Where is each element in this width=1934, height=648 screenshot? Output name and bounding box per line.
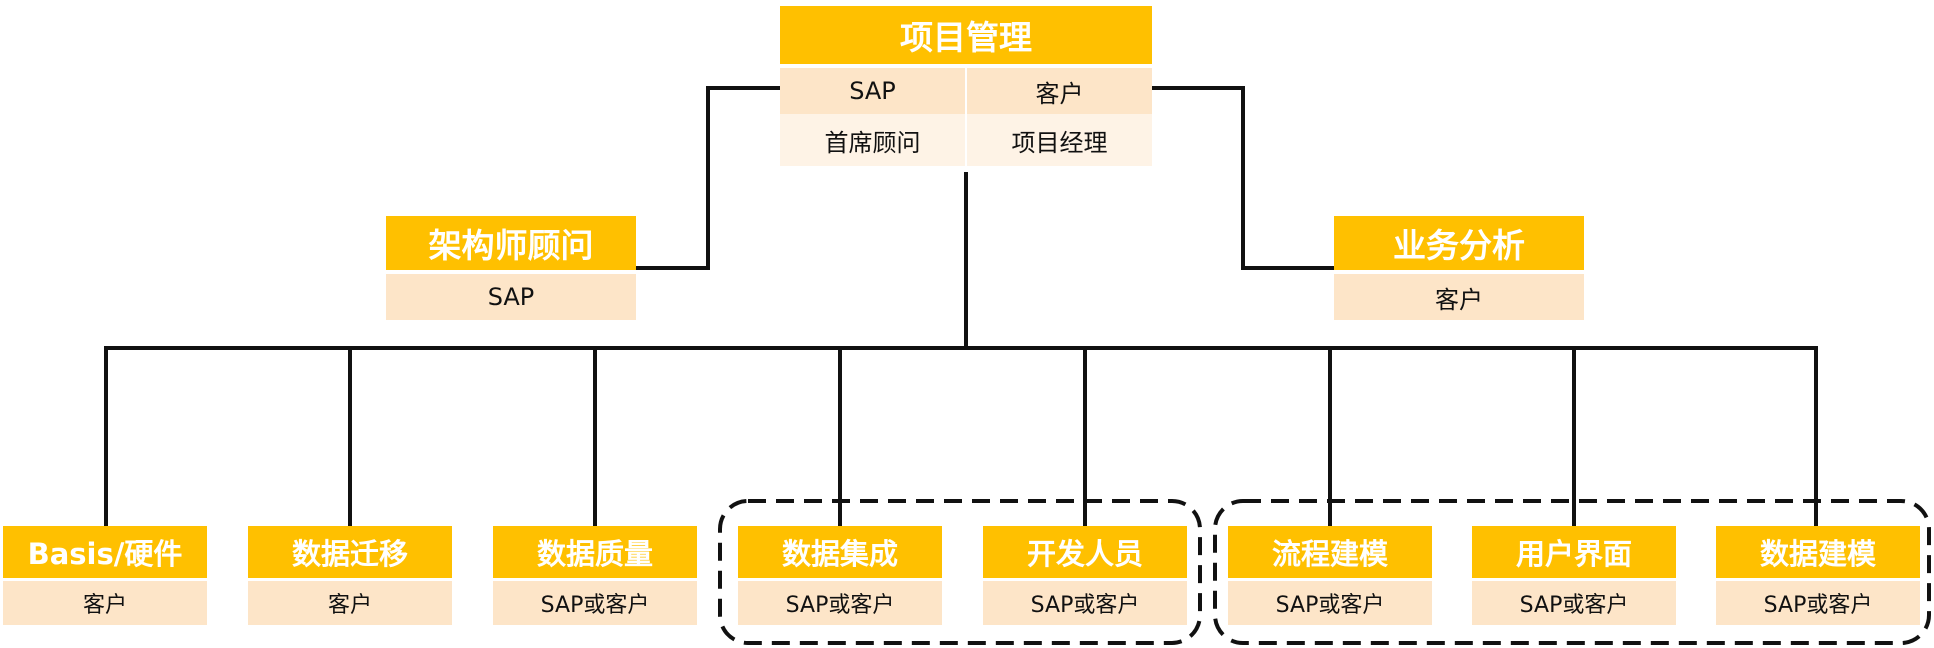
node-sub-customer: 客户	[965, 68, 1152, 114]
node-data-migration: 数据迁移 客户	[248, 526, 452, 625]
node-process-modeling: 流程建模 SAP或客户	[1228, 526, 1432, 625]
node-sub: SAP或客户	[1472, 581, 1676, 625]
node-data-modeling: 数据建模 SAP或客户	[1716, 526, 1920, 625]
node-data-quality: 数据质量 SAP或客户	[493, 526, 697, 625]
node-sub: SAP或客户	[1716, 581, 1920, 625]
node-project-management: 项目管理 SAP 客户 首席顾问 项目经理	[780, 6, 1152, 166]
node-sub-chief-consultant: 首席顾问	[780, 114, 965, 166]
node-business-analysis: 业务分析 客户	[1334, 216, 1584, 320]
node-architect: 架构师顾问 SAP	[386, 216, 636, 320]
node-title: 流程建模	[1228, 526, 1432, 578]
node-title: 架构师顾问	[386, 216, 636, 270]
node-title: 数据集成	[738, 526, 942, 578]
node-sub: SAP或客户	[1228, 581, 1432, 625]
node-sub: 客户	[3, 581, 207, 625]
node-user-interface: 用户界面 SAP或客户	[1472, 526, 1676, 625]
node-developers: 开发人员 SAP或客户	[983, 526, 1187, 625]
group-box-modeling	[1213, 499, 1931, 645]
node-sub: SAP或客户	[493, 581, 697, 625]
node-basis-hardware: Basis/硬件 客户	[3, 526, 207, 625]
node-sub: 客户	[248, 581, 452, 625]
connector-top-business	[1152, 86, 1334, 270]
group-box-integration	[718, 499, 1202, 645]
node-title: 开发人员	[983, 526, 1187, 578]
node-title: 数据迁移	[248, 526, 452, 578]
node-title: Basis/硬件	[3, 526, 207, 578]
node-data-integration: 数据集成 SAP或客户	[738, 526, 942, 625]
node-sub-project-manager: 项目经理	[965, 114, 1152, 166]
node-sub: SAP或客户	[738, 581, 942, 625]
node-sub: SAP	[386, 274, 636, 320]
node-title: 数据建模	[1716, 526, 1920, 578]
node-title: 项目管理	[780, 6, 1152, 64]
connector-top-architect	[636, 86, 780, 270]
node-title: 业务分析	[1334, 216, 1584, 270]
node-title: 数据质量	[493, 526, 697, 578]
node-sub: SAP或客户	[983, 581, 1187, 625]
node-title: 用户界面	[1472, 526, 1676, 578]
node-sub-sap: SAP	[780, 68, 965, 114]
node-sub: 客户	[1334, 274, 1584, 320]
